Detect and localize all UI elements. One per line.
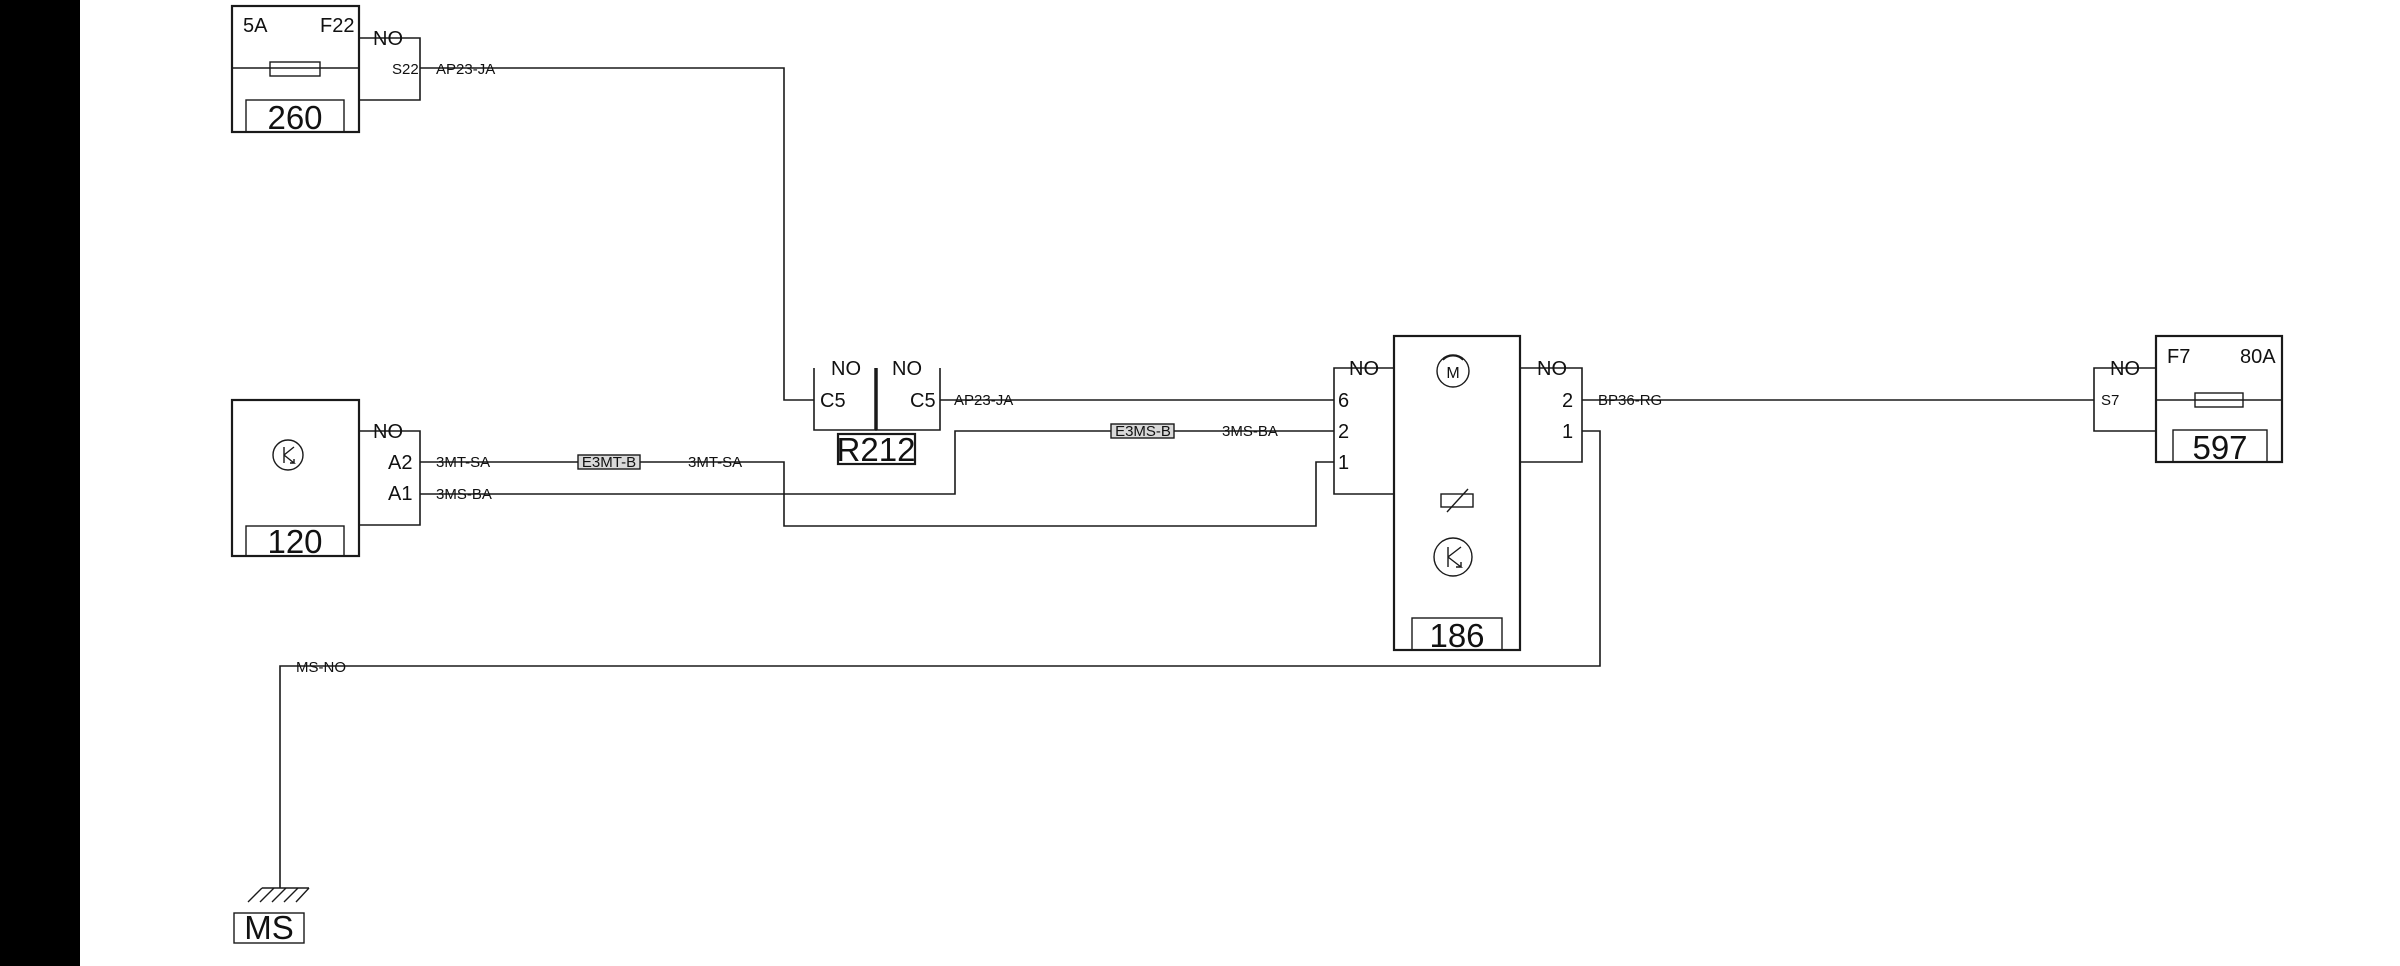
transistor-icon-symbol [1447,546,1464,568]
component-597-id-frame [2172,429,2268,463]
component-597-ground-tag: NO [2110,358,2140,380]
component-260-fuse: F22 [320,15,354,37]
component-186-id-frame [1411,617,1503,651]
ground-icon-hatch [247,887,310,903]
r212-pin-left: C5 [820,390,846,412]
component-r212-id: R212 [837,431,916,468]
component-186[interactable]: M 186 [1392,334,1522,654]
connector-e3mt-b-label: E3MT-B [582,454,636,471]
component-597-id: 597 [2192,429,2247,466]
component-186-pin-1: 1 [1338,452,1349,474]
component-120-id-frame [245,525,345,557]
component-186-box [1392,334,1522,652]
fuse-icon [2194,392,2244,408]
component-260-id: 260 [267,99,322,136]
component-r212[interactable]: R212 [836,368,917,468]
ground-ms-id: MS [244,909,294,946]
connector-e3ms-b-label: E3MS-B [1115,423,1171,440]
component-120-pin-a1: A1 [388,483,412,505]
component-597-fuse: F7 [2167,346,2190,368]
component-120-box [230,398,361,558]
transistor-icon [272,439,304,471]
thermistor-icon-slash [1446,488,1469,513]
component-120[interactable]: 120 [230,398,361,560]
wire-186-left-ground [1333,367,1394,495]
component-260-pin: S22 [392,61,419,78]
wire-label-120-a2: 3MT-SA [436,454,490,471]
transistor-icon [1433,537,1473,577]
wire-597-ground-bracket [2093,367,2156,432]
component-260-box [230,4,361,134]
component-260[interactable]: 5A F22 260 [230,4,361,136]
component-597-pin: S7 [2101,392,2119,409]
r212-tag-left: NO [831,358,861,380]
wire-186-ms [279,430,1601,888]
wire-186-right-ground [1520,367,1583,463]
component-597-box [2154,334,2284,464]
component-597[interactable]: F7 80A 597 [2154,334,2284,466]
wire-120-a2-186-pin1 [420,461,1334,527]
component-186-pin-6: 6 [1338,390,1349,412]
fuse-icon [269,61,321,77]
connector-e3ms-b [1110,423,1175,439]
wire-label-260: AP23-JA [436,61,495,78]
component-260-ground-tag: NO [373,28,403,50]
ground-ms-id-frame [233,912,305,944]
r212-pin-right: C5 [910,390,936,412]
component-186-id: 186 [1429,617,1484,654]
motor-icon-arrow [1442,355,1464,361]
component-597-rating: 80A [2240,346,2276,368]
wire-label-ms: MS-NO [296,659,346,676]
component-120-id: 120 [267,523,322,560]
component-186-pin-2: 2 [1338,421,1349,443]
component-186-tag-left: NO [1349,358,1379,380]
left-black-bar [0,0,80,966]
wire-label-186-pin2: 3MS-BA [1222,423,1278,440]
wire-label-120-a2-second: 3MT-SA [688,454,742,471]
wire-260-r212 [420,67,814,401]
motor-icon [1436,354,1470,388]
component-r212-id-frame [836,432,917,466]
wire-120-ground-bracket [359,430,421,526]
ground-ms: MS [233,887,310,946]
component-186-right-pin-2: 2 [1562,390,1573,412]
component-260-id-frame [245,99,345,133]
connector-e3mt-b [577,454,641,470]
thermistor-icon [1440,493,1474,508]
wire-label-186-597: BP36-RG [1598,392,1662,409]
transistor-icon-symbol [283,446,296,464]
component-186-tag-right: NO [1537,358,1567,380]
component-120-ground-tag: NO [373,421,403,443]
component-120-pin-a2: A2 [388,452,412,474]
wire-260-ground-bracket [359,37,421,101]
wire-label-120-a1: 3MS-BA [436,486,492,503]
motor-icon-letter: M [1446,365,1459,382]
r212-tag-right: NO [892,358,922,380]
component-260-rating: 5A [243,15,268,37]
component-186-right-pin-1: 1 [1562,421,1573,443]
wire-label-r212: AP23-JA [954,392,1013,409]
